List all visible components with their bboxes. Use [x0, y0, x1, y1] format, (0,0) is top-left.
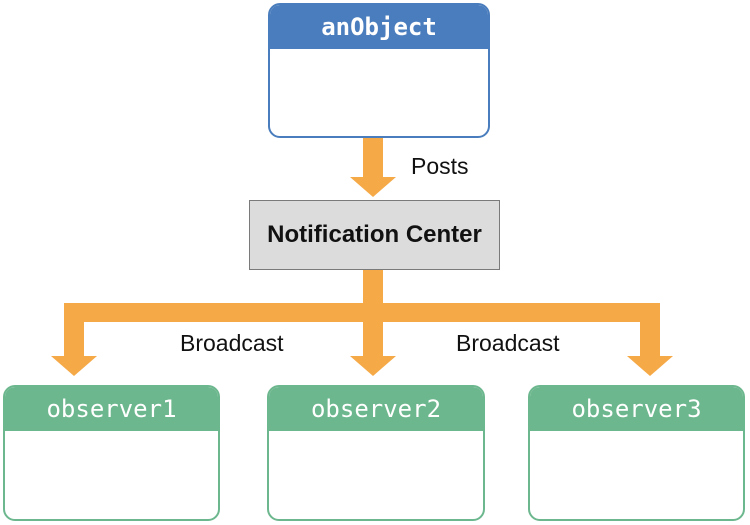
observer-box-1-header: observer1: [5, 387, 218, 431]
broadcast-horizontal-bar: [64, 303, 660, 322]
observer-box-2: observer2: [267, 385, 485, 521]
posts-arrow-shaft: [363, 138, 383, 177]
posts-label: Posts: [411, 153, 469, 179]
observer-box-2-header: observer2: [269, 387, 483, 431]
left-arrow-shaft: [64, 303, 84, 356]
left-arrow-head: [51, 356, 97, 376]
notification-center-box: Notification Center: [249, 200, 500, 270]
right-arrow-shaft: [640, 303, 660, 356]
observer-box-1-title: observer1: [46, 395, 177, 423]
anobject-box: anObject: [268, 3, 490, 138]
observer-box-1: observer1: [3, 385, 220, 521]
observer-box-2-title: observer2: [310, 395, 442, 423]
broadcast-label-right: Broadcast: [456, 330, 560, 356]
anobject-box-header: anObject: [270, 5, 488, 49]
posts-arrow-head: [350, 177, 396, 197]
broadcast-label-left: Broadcast: [180, 330, 284, 356]
observer-box-3: observer3: [528, 385, 745, 521]
anobject-box-title: anObject: [321, 13, 437, 41]
right-arrow-head: [627, 356, 673, 376]
observer-box-3-header: observer3: [530, 387, 743, 431]
center-arrow-head: [350, 356, 396, 376]
notification-center-title: Notification Center: [267, 221, 482, 248]
observer-box-3-title: observer3: [571, 395, 702, 423]
